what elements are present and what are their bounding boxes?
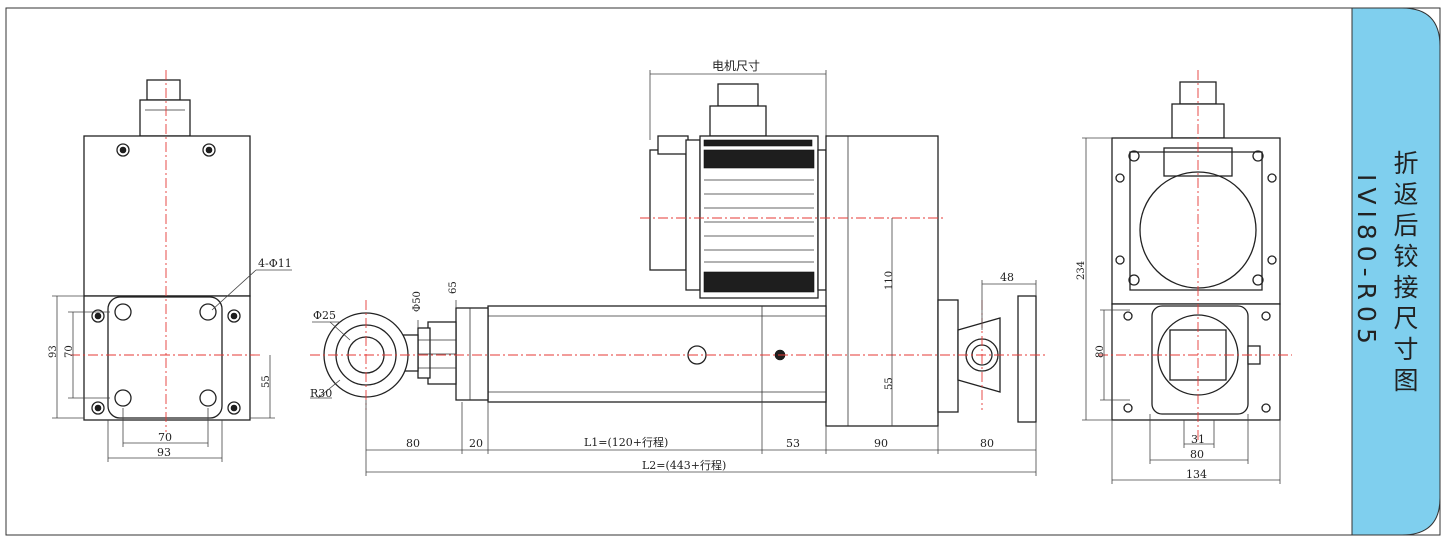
side-title: 折返后铰接尺寸图 IVI80-R05 — [1352, 150, 1422, 410]
motor-dimension-label: 电机尺寸 — [712, 59, 760, 73]
seg-80-right: 80 — [980, 437, 994, 450]
left-dim-70-vertical: 70 — [64, 345, 75, 358]
title-sidebar — [1351, 7, 1441, 536]
model-number: IVI80-R05 — [1352, 174, 1381, 350]
right-dim-80-vertical: 80 — [1095, 345, 1106, 358]
nut-phi50: Φ50 — [412, 291, 423, 312]
dim-65: 65 — [448, 281, 459, 294]
dim-55-middle: 55 — [884, 377, 895, 390]
seg-90: 90 — [874, 437, 888, 450]
rod-r30: R30 — [310, 387, 332, 400]
left-dim-93-vertical: 93 — [48, 345, 59, 358]
total-l2: L2=(443+行程) — [642, 459, 726, 472]
dim-110: 110 — [884, 271, 895, 290]
left-view — [52, 70, 292, 462]
right-dim-80-horizontal: 80 — [1190, 448, 1204, 461]
left-dim-55: 55 — [261, 375, 272, 388]
dim-48: 48 — [1000, 271, 1014, 284]
seg-20: 20 — [469, 437, 483, 450]
right-dim-234: 234 — [1076, 261, 1087, 280]
right-dim-134: 134 — [1186, 468, 1207, 481]
drawing-title: 折返后铰接尺寸图 — [1390, 150, 1419, 398]
left-hole-spec: 4-Φ11 — [258, 257, 292, 270]
middle-view — [310, 70, 1048, 476]
left-dim-93-horizontal: 93 — [157, 446, 171, 459]
seg-53: 53 — [786, 437, 800, 450]
seg-80-left: 80 — [406, 437, 420, 450]
right-view — [1082, 70, 1292, 484]
seg-l1: L1=(120+行程) — [584, 436, 668, 449]
right-dim-31: 31 — [1191, 433, 1205, 446]
left-dim-70-horizontal: 70 — [158, 431, 172, 444]
rod-phi25: Φ25 — [313, 309, 336, 322]
